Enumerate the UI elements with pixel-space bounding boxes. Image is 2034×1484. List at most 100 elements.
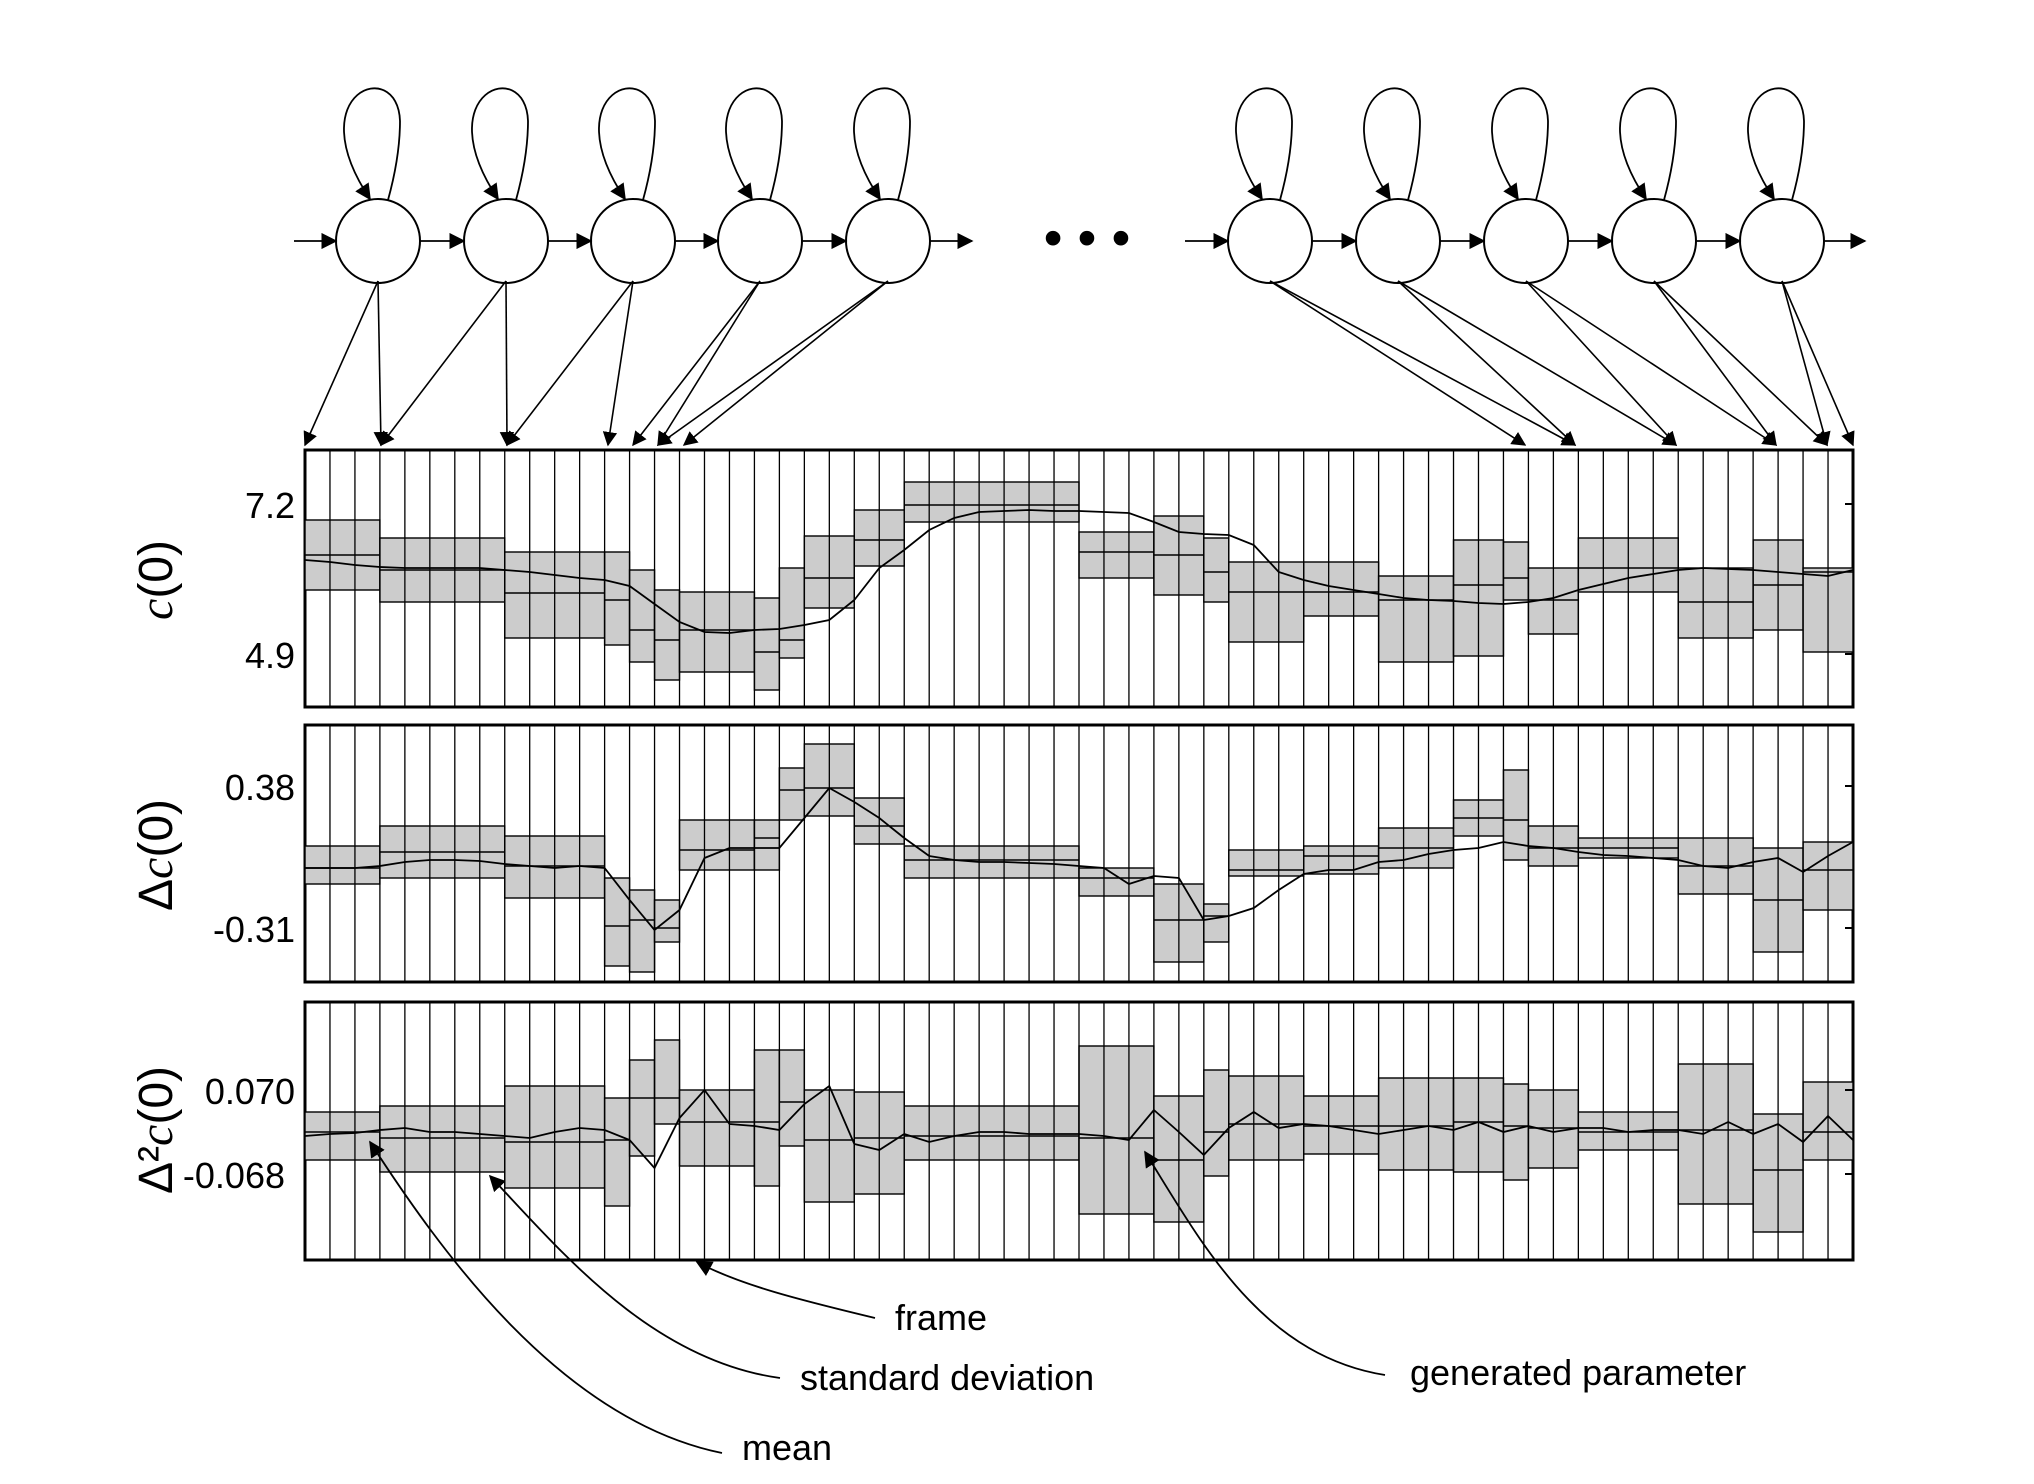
std-deviation-band — [753, 597, 781, 691]
std-deviation-band — [379, 1105, 506, 1173]
hmm-state-chain — [294, 87, 1867, 447]
output-arrow — [682, 280, 889, 446]
y-axis-label: c(0) — [130, 540, 183, 620]
frame-grid — [329, 725, 1829, 982]
generated-parameter-line — [305, 786, 1854, 932]
hmm-state-node — [845, 198, 931, 284]
std-deviation-band — [304, 1111, 381, 1161]
output-arrow — [1781, 280, 1855, 447]
output-arrow — [499, 280, 515, 447]
std-deviation-band — [653, 1039, 681, 1125]
std-deviation-band — [1078, 531, 1155, 579]
std-deviation-band — [753, 1049, 781, 1187]
hmm-state-node — [1227, 198, 1313, 284]
hmm-state-node — [1355, 198, 1441, 284]
std-deviation-band — [603, 551, 631, 646]
std-deviation-band — [304, 845, 381, 885]
ellipsis-dots: • • • — [1044, 208, 1131, 268]
svg-text:c(0): c(0) — [130, 540, 183, 620]
std-deviation-band — [903, 1105, 1080, 1161]
std-deviation-band — [1502, 769, 1530, 861]
std-deviation-band — [1078, 867, 1155, 897]
generated-parameter-label: generated parameter — [1410, 1352, 1746, 1393]
self-transition-arrow — [1491, 87, 1549, 201]
self-transition-arrow — [1747, 87, 1805, 201]
tick-label: -0.31 — [213, 909, 295, 950]
panel-delta2-c0: 0.070 -0.068 Δ²c(0) — [130, 1000, 1855, 1262]
std-deviation-band — [1228, 561, 1305, 643]
std-deviation-band — [1677, 567, 1754, 639]
output-arrow — [373, 280, 388, 447]
annotation-arrows — [369, 1140, 1386, 1454]
output-arrow — [656, 280, 889, 446]
y-axis-label: Δc(0) — [130, 799, 183, 911]
self-transition-arrow — [343, 87, 401, 201]
std-deviation-band — [628, 889, 656, 973]
panel-delta-c0: 0.38 -0.31 Δc(0) — [130, 723, 1855, 984]
frame-grid — [329, 450, 1829, 707]
generated-parameter-curve — [304, 1084, 1854, 1170]
frame-callout-arrow — [695, 1261, 876, 1319]
self-transition-arrow — [598, 87, 656, 201]
std-deviation-band — [628, 569, 656, 663]
hmm-state-node — [463, 198, 549, 284]
std-deviation-band — [653, 589, 681, 681]
hmm-state-node — [1739, 198, 1825, 284]
y-axis-label: Δ²c(0) — [130, 1066, 183, 1194]
std-deviation-band — [1377, 575, 1455, 663]
std-deviation-band — [603, 877, 631, 967]
std-deviation-band — [1377, 1077, 1455, 1171]
tick-label: 0.070 — [205, 1071, 295, 1112]
output-arrow — [506, 280, 634, 447]
band-group — [304, 1039, 1854, 1233]
self-transition-arrow — [1363, 87, 1421, 201]
output-arrow — [1781, 280, 1831, 447]
standard-deviation-label: standard deviation — [800, 1357, 1094, 1398]
svg-text:Δ²c(0): Δ²c(0) — [130, 1066, 183, 1194]
generated-parameter-curve — [305, 786, 1854, 932]
output-arrow — [1269, 280, 1577, 446]
mean-label: mean — [742, 1427, 832, 1468]
std-deviation-band — [1203, 903, 1230, 943]
self-transition-arrow — [853, 87, 911, 201]
generated-parameter-callout-arrow — [1144, 1150, 1386, 1376]
std-deviation-band — [1303, 561, 1380, 617]
std-deviation-band — [1502, 541, 1530, 601]
output-arrow — [632, 280, 761, 447]
self-transition-arrow — [471, 87, 529, 201]
generated-parameter-line — [304, 509, 1854, 634]
generated-parameter-curve — [304, 509, 1854, 634]
std-deviation-band — [1228, 1075, 1305, 1161]
std-deviation-band — [903, 481, 1080, 523]
tick-label: 4.9 — [245, 635, 295, 676]
std-deviation-band — [1677, 1063, 1754, 1205]
frame-label: frame — [895, 1297, 987, 1338]
std-deviation-band — [1203, 537, 1230, 603]
output-arrow — [1269, 280, 1527, 446]
output-arrow — [1653, 280, 1777, 447]
hmm-state-node — [590, 198, 676, 284]
hmm-state-node — [717, 198, 803, 284]
hmm-state-node — [335, 198, 421, 284]
tick-label: -0.068 — [183, 1155, 285, 1196]
tick-label: 0.38 — [225, 767, 295, 808]
std-deviation-band — [778, 567, 806, 659]
mean-callout-arrow — [369, 1140, 723, 1454]
generated-parameter-line — [304, 1084, 1854, 1170]
standard-deviation-callout-arrow — [488, 1174, 781, 1379]
tick-label: 7.2 — [245, 485, 295, 526]
output-arrow — [380, 280, 507, 447]
self-transition-arrow — [725, 87, 783, 201]
frame-grid — [329, 1002, 1829, 1260]
panel-c0: 7.2 4.9 c(0) — [130, 448, 1855, 709]
std-deviation-band — [1078, 1045, 1155, 1215]
output-arrow — [303, 280, 379, 447]
std-deviation-band — [778, 1049, 806, 1147]
std-deviation-band — [603, 1097, 631, 1207]
svg-text:Δc(0): Δc(0) — [130, 799, 183, 911]
std-deviation-band — [778, 767, 806, 821]
output-arrow — [1653, 280, 1829, 446]
self-transition-arrow — [1235, 87, 1293, 201]
std-deviation-band — [753, 819, 781, 871]
